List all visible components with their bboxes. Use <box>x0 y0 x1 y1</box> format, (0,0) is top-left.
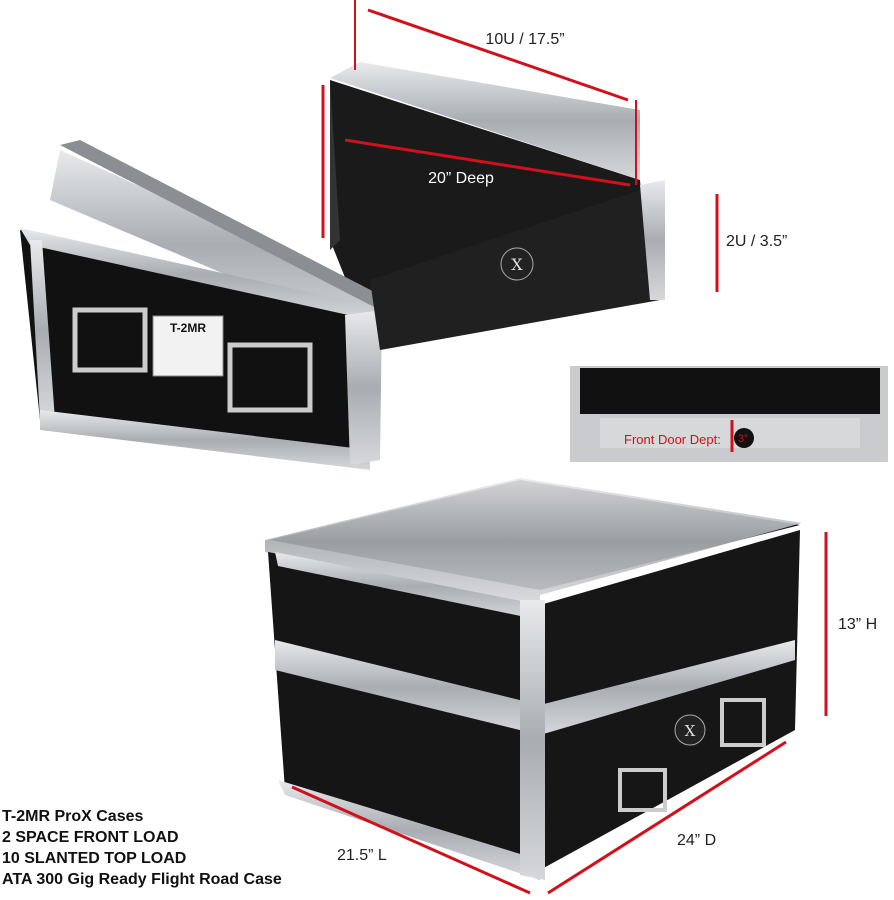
handle <box>227 342 313 413</box>
top-width-label: 10U / 17.5” <box>485 31 564 48</box>
caption-line: ATA 300 Gig Ready Flight Road Case <box>2 871 282 888</box>
front-door-label: Front Door Dept: <box>624 432 721 447</box>
handle <box>618 768 667 812</box>
handle <box>72 307 148 373</box>
caption-line: 10 SLANTED TOP LOAD <box>2 850 187 867</box>
open-case: T-2MR X <box>20 62 665 470</box>
brand-logo-2: X <box>685 722 696 740</box>
slant-height-label: 10.5” <box>293 150 310 186</box>
handle <box>720 698 766 747</box>
inner-depth-label: 20” Deep <box>428 170 494 187</box>
length-label: 21.5” L <box>337 847 387 864</box>
depth-label: 24” D <box>677 832 716 849</box>
closed-case: X <box>265 478 802 880</box>
height-label: 13” H <box>838 616 877 633</box>
front-rack-label: 2U / 3.5” <box>726 233 787 250</box>
front-door-value: 3” <box>738 433 748 445</box>
front-door-inset: Front Door Dept: 3” <box>570 366 888 462</box>
brand-logo: X <box>511 255 523 274</box>
caption-line: T-2MR ProX Cases <box>2 808 144 825</box>
caption-line: 2 SPACE FRONT LOAD <box>2 829 179 846</box>
model-label-sticker <box>152 315 224 377</box>
product-caption: T-2MR ProX Cases 2 SPACE FRONT LOAD 10 S… <box>2 806 282 890</box>
model-label-text: T-2MR <box>170 321 206 335</box>
dimension-arrows <box>291 0 828 895</box>
